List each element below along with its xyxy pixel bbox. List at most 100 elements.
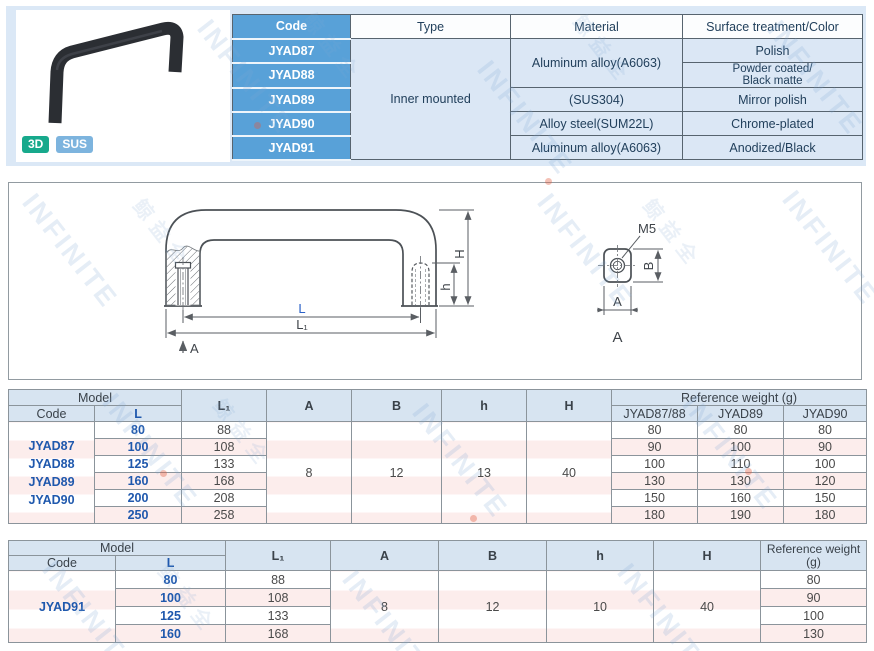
b-value: 12 — [438, 570, 548, 643]
badge-sus[interactable]: SUS — [56, 136, 94, 153]
surface-line: Powder coated/ — [732, 63, 813, 75]
weight-value: 80 — [611, 421, 699, 439]
code-label[interactable]: JYAD90 — [28, 492, 75, 507]
material-cell: (SUS304) — [510, 87, 683, 112]
b-value: 12 — [351, 421, 443, 524]
l-value: 100 — [93, 438, 183, 456]
l-value: 200 — [93, 489, 183, 507]
section-view-label: A — [612, 329, 622, 346]
h-value: 10 — [546, 570, 655, 643]
product-row: JYAD89 (SUS304) Mirror polish — [232, 87, 863, 113]
weight-value: 100 — [611, 455, 699, 473]
spec1-header-row-1: Model L₁ A B h H Reference weight (g) — [7, 389, 868, 422]
header-model: Model — [7, 389, 183, 406]
l-value: 250 — [93, 506, 183, 524]
col-header-jyad8788: JYAD87/88 — [611, 405, 699, 422]
weight-value: 130 — [697, 472, 785, 490]
col-header-code: Code — [8, 405, 95, 422]
code-label[interactable]: JYAD87 — [28, 438, 75, 453]
weight-value: 150 — [611, 489, 699, 507]
col-header-l: L — [114, 555, 227, 571]
cut-label-A: A — [190, 341, 199, 356]
l-value: 125 — [93, 455, 183, 473]
code-cell[interactable]: JYAD89 — [232, 87, 351, 113]
l1-value: 133 — [225, 606, 332, 625]
weight-value: 110 — [697, 455, 785, 473]
weight-value: 80 — [697, 421, 785, 439]
spec2-row: 100 108 90 — [9, 588, 868, 607]
spec2-row: 160 168 130 — [9, 624, 868, 643]
col-header-l: L — [93, 405, 183, 422]
col-header-code: Code — [8, 555, 116, 571]
l1-value: 88 — [225, 570, 332, 589]
code-label[interactable]: JYAD91 — [38, 599, 86, 614]
product-photo — [48, 21, 184, 124]
col-header-l1: L₁ — [181, 389, 268, 422]
header-model: Model — [7, 540, 227, 556]
l-value: 80 — [114, 570, 227, 589]
h-value: 13 — [441, 421, 528, 524]
code-cell[interactable]: JYAD88 — [232, 62, 351, 89]
col-header-l1: L₁ — [225, 540, 332, 571]
product-row: JYAD90 Alloy steel(SUM22L) Chrome-plated — [232, 111, 863, 137]
l-value: 160 — [93, 472, 183, 490]
codes-cell: JYAD87 JYAD88 JYAD89 JYAD90 — [8, 421, 95, 524]
weight-value: 90 — [760, 588, 868, 607]
dim-label-L: L — [298, 301, 305, 316]
spec1-header-row-2: Code L JYAD87/88 JYAD89 JYAD90 — [8, 405, 868, 422]
dim-label-h: h — [438, 283, 453, 290]
spec1-row: JYAD87 JYAD88 JYAD89 JYAD90 80 88 8 12 1… — [8, 421, 868, 524]
weight-value: 180 — [611, 506, 699, 524]
spec2-row: 125 133 100 — [9, 606, 868, 625]
code-cell[interactable]: JYAD87 — [232, 38, 351, 64]
weight-value: 90 — [783, 438, 868, 456]
header-ref-weight: Reference weight (g) — [760, 540, 868, 571]
H-value: 40 — [526, 421, 613, 524]
spec-table-2: Model L₁ A B h H Reference weight (g) Co… — [7, 540, 868, 643]
l1-value: 168 — [225, 624, 332, 643]
col-header-type: Type — [350, 14, 511, 39]
product-row: JYAD87 Inner mounted Aluminum alloy(A606… — [232, 38, 863, 160]
col-header-h: h — [546, 540, 655, 571]
l1-value: 168 — [181, 472, 268, 490]
header-ref-weight: Reference weight (g) — [611, 389, 868, 406]
col-header-b: B — [351, 389, 443, 422]
spec1-row: 125 133 100 110 100 — [9, 455, 868, 473]
codes-cell: JYAD91 — [8, 570, 116, 643]
product-row: JYAD88 Powder coated/ Black matte — [232, 62, 863, 89]
col-header-code: Code — [232, 14, 351, 40]
product-table-header-row: Code Type Material Surface treatment/Col… — [232, 14, 863, 40]
code-label[interactable]: JYAD89 — [28, 474, 75, 489]
surface-cell: Powder coated/ Black matte — [682, 62, 863, 88]
spec1-row: 100 108 90 100 90 — [9, 438, 868, 456]
col-header-h: h — [441, 389, 528, 422]
surface-line: Black matte — [742, 75, 803, 87]
dim-label-A: A — [613, 294, 622, 309]
spec2-header-row-2: Code L — [8, 555, 867, 571]
col-header-b: B — [438, 540, 548, 571]
product-photo-box: 3D SUS — [16, 10, 230, 162]
technical-drawing: H h L L₁ A M5 — [8, 182, 862, 380]
H-value: 40 — [653, 570, 762, 643]
badge-3d[interactable]: 3D — [22, 136, 50, 153]
l1-value: 88 — [181, 421, 268, 439]
material-cell: Alloy steel(SUM22L) — [510, 111, 683, 136]
surface-cell: Anodized/Black — [682, 135, 863, 160]
surface-cell: Chrome-plated — [682, 111, 863, 136]
code-cell[interactable]: JYAD90 — [232, 111, 351, 137]
dim-label-L1: L₁ — [296, 317, 308, 332]
code-label[interactable]: JYAD88 — [28, 456, 75, 471]
surface-cell: Polish — [682, 38, 863, 63]
type-cell: Inner mounted — [350, 38, 511, 160]
l1-value: 133 — [181, 455, 268, 473]
code-cell[interactable]: JYAD91 — [232, 135, 351, 161]
product-row: JYAD91 Aluminum alloy(A6063) Anodized/Bl… — [232, 135, 863, 161]
weight-value: 100 — [783, 455, 868, 473]
l-value: 125 — [114, 606, 227, 625]
thread-label-M5: M5 — [638, 221, 656, 236]
col-header-surface: Surface treatment/Color — [682, 14, 863, 39]
l1-value: 208 — [181, 489, 268, 507]
weight-value: 160 — [697, 489, 785, 507]
l1-value: 108 — [225, 588, 332, 607]
